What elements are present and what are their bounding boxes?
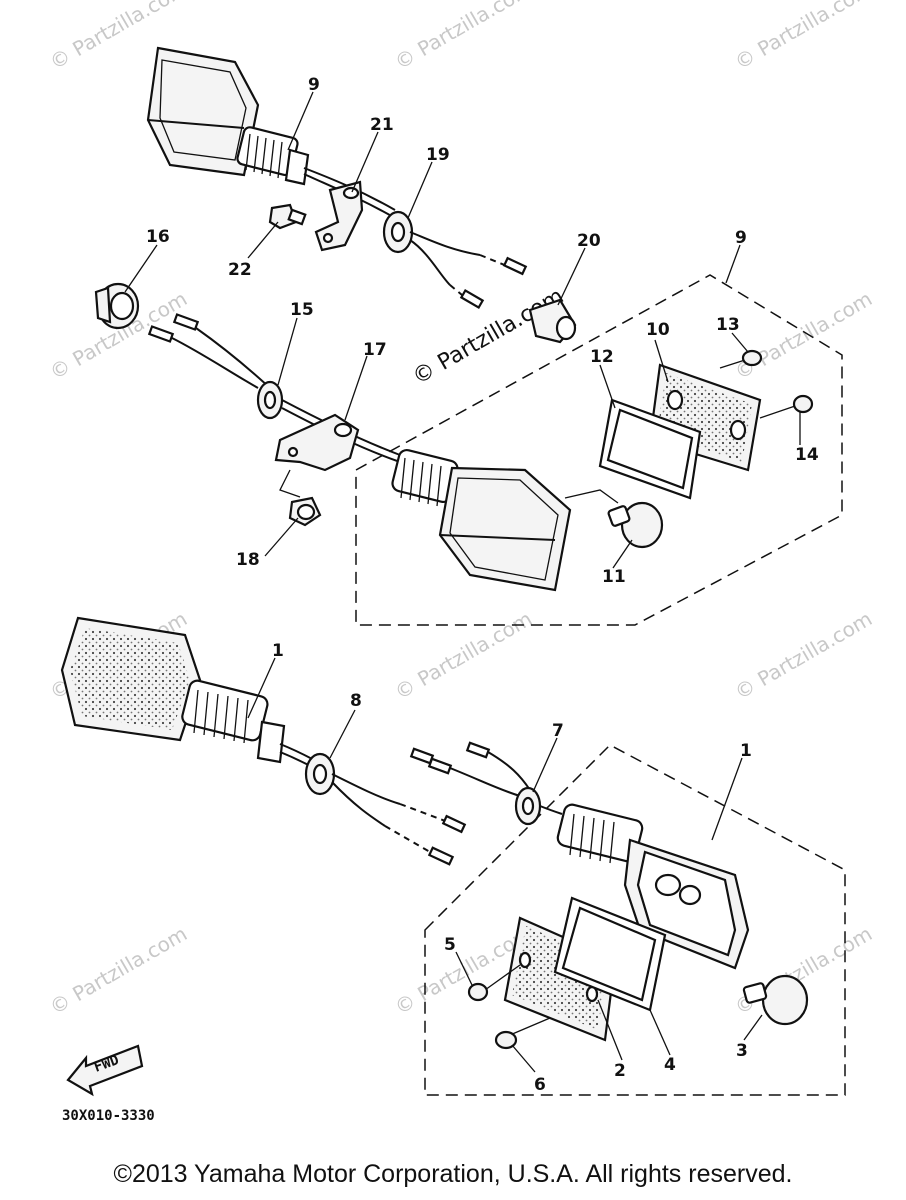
callout-9b: 9 (735, 228, 747, 248)
grommet-7 (409, 741, 563, 826)
callout-14: 14 (795, 445, 819, 465)
grommet-16 (94, 282, 140, 330)
callout-2: 2 (614, 1061, 626, 1081)
watermark: © Partzilla.com (731, 286, 877, 384)
callout-5: 5 (444, 935, 456, 955)
signal-light-9-top (146, 46, 396, 219)
callouts: 9 21 19 16 20 9 22 15 17 10 13 12 14 18 … (146, 75, 819, 1095)
callout-1: 1 (272, 641, 284, 661)
callout-1b: 1 (740, 741, 752, 761)
callout-7: 7 (552, 721, 564, 741)
watermark: © Partzilla.com (731, 606, 877, 704)
callout-12: 12 (590, 347, 614, 367)
watermark: © Partzilla.com (731, 0, 877, 74)
callout-17: 17 (363, 340, 387, 360)
callout-6: 6 (534, 1075, 546, 1095)
grommet-19 (382, 210, 528, 309)
bracket-21 (314, 180, 364, 252)
callout-8: 8 (350, 691, 362, 711)
callout-11: 11 (602, 567, 626, 587)
exploded-group-9 (355, 274, 843, 626)
leader-lines (124, 91, 801, 1073)
callout-3: 3 (736, 1041, 748, 1061)
callout-16: 16 (146, 227, 170, 247)
copyright-notice: ©2013 Yamaha Motor Corporation, U.S.A. A… (113, 1160, 793, 1188)
bracket-17 (274, 413, 360, 472)
callout-15: 15 (290, 300, 314, 320)
exploded-group-1 (424, 744, 846, 1096)
callout-10: 10 (646, 320, 670, 340)
callout-9: 9 (308, 75, 320, 95)
callout-21: 21 (370, 115, 394, 135)
callout-20: 20 (577, 231, 601, 251)
bolt-18 (279, 469, 322, 527)
watermark: © Partzilla.com (391, 606, 537, 704)
bolt-22 (268, 203, 307, 230)
watermark: © Partzilla.com (46, 921, 192, 1019)
grommet-8 (304, 752, 467, 866)
callout-22: 22 (228, 260, 252, 280)
callout-13: 13 (716, 315, 740, 335)
wire-harness-15 (147, 313, 401, 463)
signal-light-1-left (60, 616, 319, 771)
forward-arrow-icon: FWD (66, 1044, 144, 1097)
watermark: © Partzilla.com (391, 0, 537, 74)
socket-20 (528, 298, 577, 344)
diagram-code: 30X010-3330 (62, 1108, 155, 1124)
callout-18: 18 (236, 550, 260, 570)
callout-19: 19 (426, 145, 450, 165)
callout-4: 4 (664, 1055, 676, 1075)
